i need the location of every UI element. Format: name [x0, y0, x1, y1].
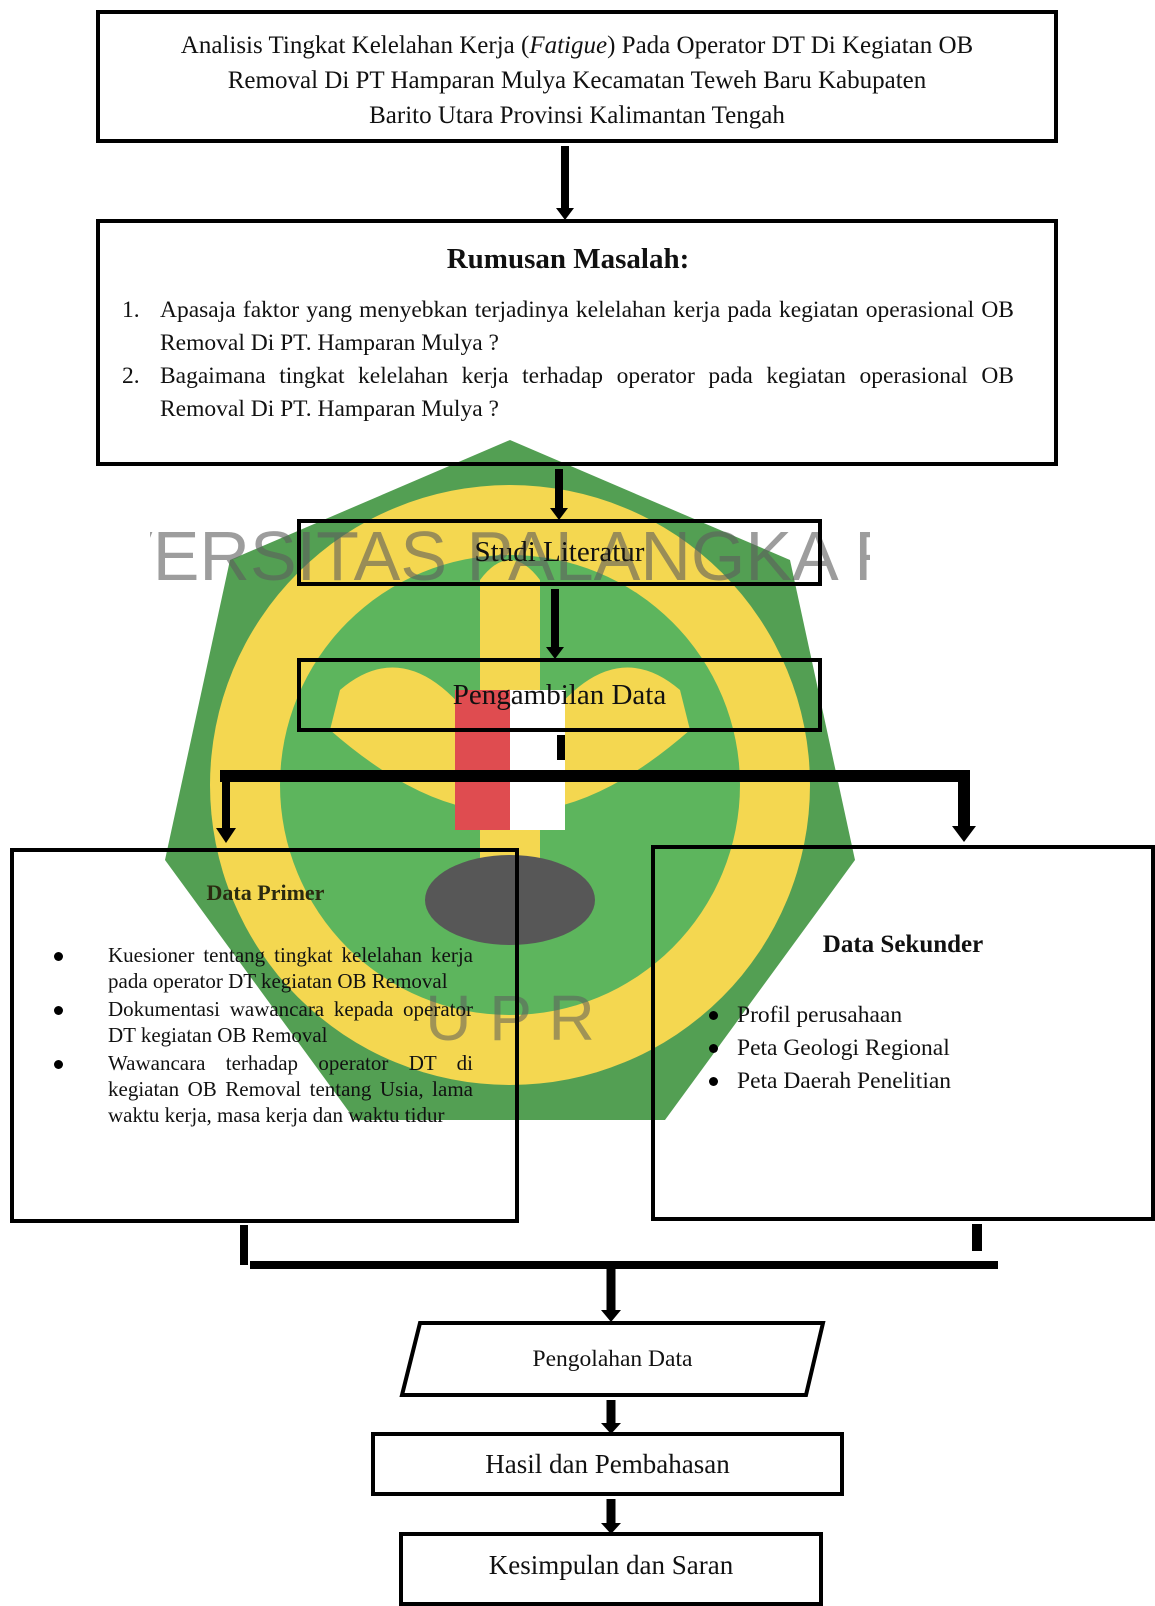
hasil-pembahasan-box: Hasil dan Pembahasan	[371, 1432, 844, 1496]
rumusan-item-text: Bagaimana tingkat kelelahan kerja terhad…	[160, 363, 1014, 422]
rumusan-item: 2. Bagaimana tingkat kelelahan kerja ter…	[122, 360, 1014, 426]
data-primer-item: Kuesioner tentang tingkat kelelahan kerj…	[48, 942, 473, 994]
bullet-dot-icon	[709, 1077, 718, 1086]
data-primer-item: Wawancara terhadap operator DT di kegiat…	[48, 1050, 473, 1128]
data-primer-heading: Data Primer	[206, 880, 325, 905]
data-sekunder-item-text: Peta Daerah Penelitian	[737, 1068, 952, 1094]
rumusan-heading: Rumusan Masalah:	[446, 243, 690, 275]
data-sekunder-item: Peta Daerah Penelitian	[675, 1065, 1131, 1098]
data-sekunder-item: Peta Geologi Regional	[675, 1032, 1131, 1065]
bullet-dot-icon	[709, 1011, 718, 1020]
watermark-upr-letters: U P R	[425, 982, 595, 1054]
pengambilan-data-box: Pengambilan Data	[297, 658, 822, 732]
pengolahan-data-label: Pengolahan Data	[532, 1345, 693, 1372]
title-line-1: Analisis Tingkat Kelelahan Kerja (Fatigu…	[140, 28, 1014, 63]
data-primer-item: Dokumentasi wawancara kepada operator DT…	[48, 996, 473, 1048]
title-line-1-start: Analisis Tingkat Kelelahan Kerja (	[180, 32, 530, 59]
data-sekunder-list: Profil perusahaan Peta Geologi Regional …	[675, 999, 1131, 1098]
rumusan-item: 1. Apasaja faktor yang menyebkan terjadi…	[122, 294, 1014, 360]
data-sekunder-heading: Data Sekunder	[822, 931, 984, 958]
rumusan-item-text: Apasaja faktor yang menyebkan terjadinya…	[160, 297, 1014, 356]
data-sekunder-item-text: Profil perusahaan	[737, 1002, 903, 1028]
title-italic-fatigue: Fatigue	[529, 32, 608, 59]
data-primer-item-text: Dokumentasi wawancara kepada operator DT…	[108, 997, 473, 1047]
data-primer-list: Kuesioner tentang tingkat kelelahan kerj…	[48, 942, 473, 1128]
watermark-pot	[425, 855, 595, 945]
data-sekunder-item-text: Peta Geologi Regional	[737, 1035, 950, 1061]
bullet-dot-icon	[54, 952, 63, 961]
data-sekunder-item: Profil perusahaan	[675, 999, 1131, 1032]
rumusan-list: 1. Apasaja faktor yang menyebkan terjadi…	[122, 294, 1014, 426]
title-line-2: Removal Di PT Hamparan Mulya Kecamatan T…	[227, 67, 927, 94]
bullet-dot-icon	[709, 1044, 718, 1053]
data-primer-item-text: Wawancara terhadap operator DT di kegiat…	[108, 1051, 473, 1127]
watermark-white-shield	[510, 690, 565, 830]
pengolahan-parallelogram	[399, 1321, 826, 1397]
watermark-red-shield	[455, 690, 510, 830]
studi-literatur-box: Studi Literatur	[297, 519, 822, 586]
data-sekunder-box: Data Sekunder Profil perusahaan Peta Geo…	[651, 845, 1155, 1221]
bullet-dot-icon	[54, 1006, 63, 1015]
data-primer-item-text: Kuesioner tentang tingkat kelelahan kerj…	[108, 943, 473, 993]
rumusan-item-number: 2.	[122, 363, 140, 389]
rumusan-item-number: 1.	[122, 297, 140, 323]
title-line-1-end: ) Pada Operator DT Di Kegiatan OB	[607, 32, 974, 59]
kesimpulan-saran-box: Kesimpulan dan Saran	[399, 1532, 823, 1606]
data-primer-box: Data Primer Kuesioner tentang tingkat ke…	[10, 848, 519, 1223]
title-box: Analisis Tingkat Kelelahan Kerja (Fatigu…	[96, 10, 1058, 143]
title-line-3: Barito Utara Provinsi Kalimantan Tengah	[369, 102, 785, 129]
bullet-dot-icon	[54, 1060, 63, 1069]
rumusan-masalah-box: Rumusan Masalah: 1. Apasaja faktor yang …	[96, 219, 1058, 466]
